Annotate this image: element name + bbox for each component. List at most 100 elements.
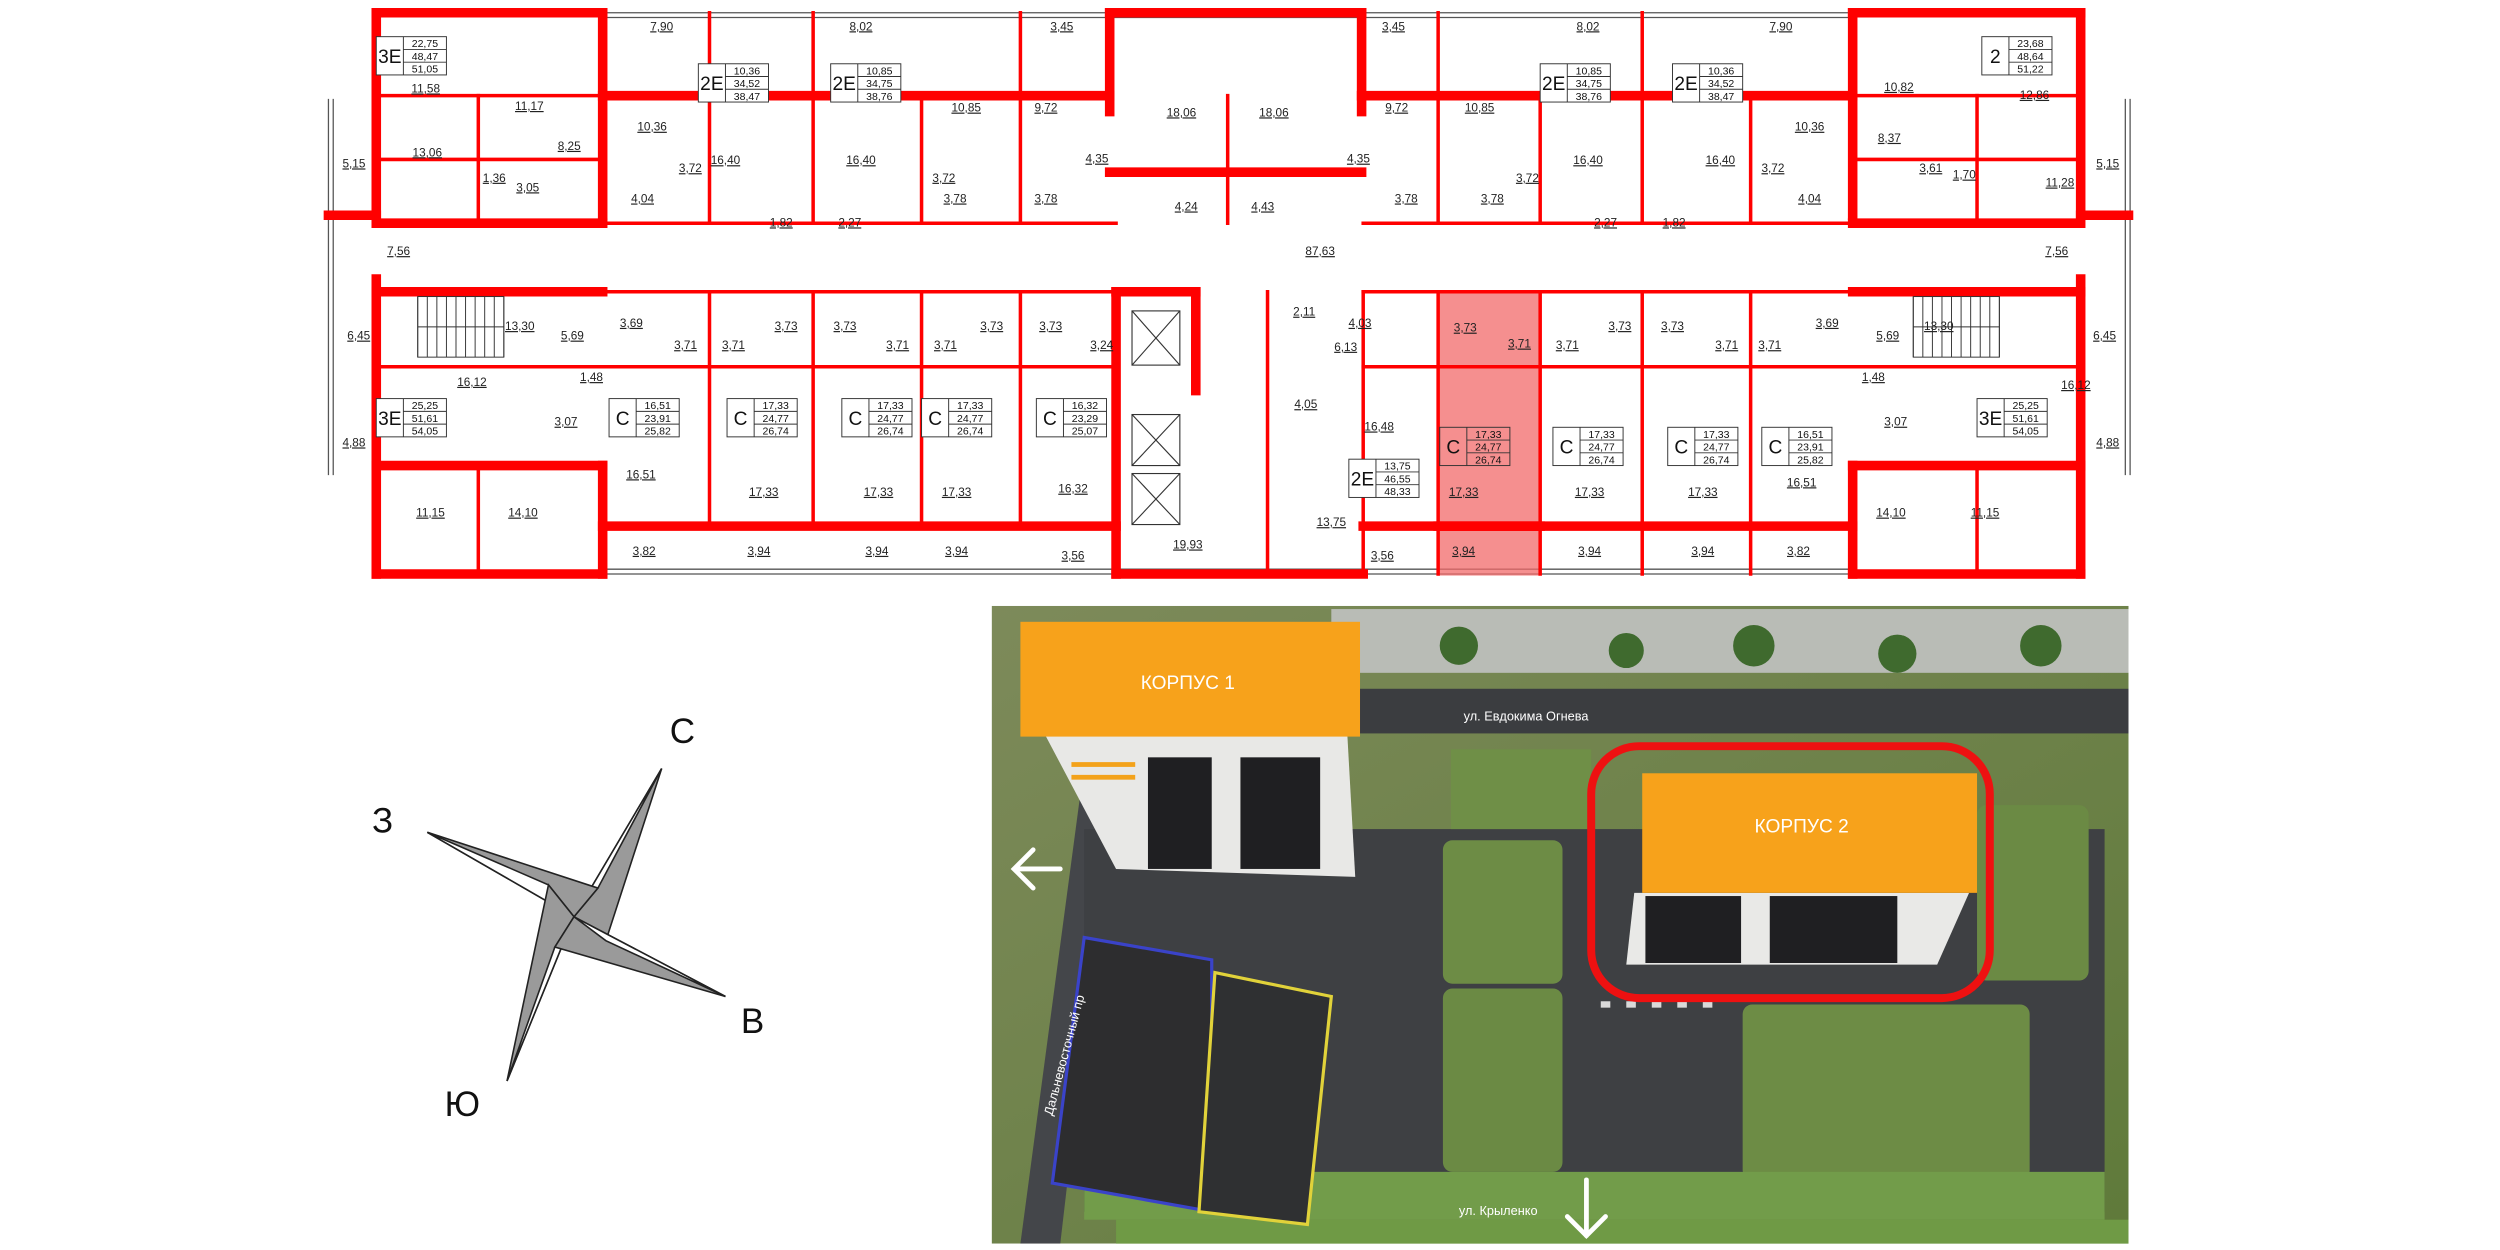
room-area-label: 4,04 xyxy=(1798,192,1821,205)
apartment-type: С xyxy=(616,409,630,430)
room-area-label: 14,10 xyxy=(508,507,538,520)
apartment-type: С xyxy=(1043,409,1057,430)
room-area-label: 3,71 xyxy=(1508,338,1531,351)
room-area-label: 19,93 xyxy=(1173,538,1203,551)
room-area-label: 18,06 xyxy=(1259,106,1289,119)
room-area-label: 3,73 xyxy=(1661,320,1684,333)
room-area-label: 17,33 xyxy=(1449,486,1479,499)
compass-rose-icon: С З В Ю xyxy=(372,712,764,1124)
room-area-label: 4,35 xyxy=(1085,153,1108,166)
apartment-type: 2Е xyxy=(1542,74,1565,95)
room-area-label: 3,73 xyxy=(1039,320,1062,333)
arrow-down-icon xyxy=(1564,1177,1608,1240)
room-area-label: 3,71 xyxy=(1715,339,1738,352)
building-1-label: КОРПУС 1 xyxy=(1141,673,1235,694)
total-area-with-balcony: 25,82 xyxy=(645,426,671,438)
floor-plan: 11,5811,1713,065,158,251,363,0510,367,90… xyxy=(323,7,2134,579)
total-area: 24,77 xyxy=(877,413,903,425)
street-label-top: ул. Евдокима Огнева xyxy=(1464,709,1590,724)
total-area: 34,75 xyxy=(1576,78,1602,90)
building-2-footprint[interactable] xyxy=(1642,773,1978,893)
room-area-label: 13,75 xyxy=(1317,516,1347,529)
total-area-with-balcony: 54,05 xyxy=(2013,426,2039,438)
room-area-label: 3,73 xyxy=(834,320,857,333)
room-area-label: 8,02 xyxy=(1577,20,1600,33)
selected-building-ring xyxy=(1587,742,1994,1003)
room-area-label: 4,35 xyxy=(1347,153,1370,166)
building-1-footprint[interactable] xyxy=(1020,621,1361,737)
total-area: 48,64 xyxy=(2017,51,2043,63)
apartment-type: С xyxy=(1446,438,1460,459)
living-area: 10,85 xyxy=(1576,65,1602,77)
room-area-label: 3,82 xyxy=(633,545,656,558)
total-area-with-balcony: 38,76 xyxy=(866,91,892,103)
total-area-with-balcony: 26,74 xyxy=(1475,454,1501,466)
room-area-label: 3,07 xyxy=(555,416,578,429)
room-area-label: 11,17 xyxy=(515,100,544,113)
total-area-with-balcony: 48,33 xyxy=(1384,486,1410,498)
total-area: 23,91 xyxy=(645,413,671,425)
room-area-label: 16,48 xyxy=(1364,420,1394,433)
room-area-label: 3,94 xyxy=(865,545,888,558)
total-area-with-balcony: 26,74 xyxy=(957,426,983,438)
room-area-label: 13,06 xyxy=(413,146,443,159)
room-area-label: 5,69 xyxy=(1876,330,1899,343)
total-area: 24,77 xyxy=(763,413,789,425)
room-area-label: 6,13 xyxy=(1334,341,1357,354)
room-area-label: 10,85 xyxy=(951,102,981,115)
room-area-label: 3,73 xyxy=(1454,322,1477,335)
room-area-label: 3,94 xyxy=(747,545,770,558)
room-area-label: 3,71 xyxy=(934,339,957,352)
room-area-label: 16,32 xyxy=(1058,483,1087,496)
room-area-label: 17,33 xyxy=(942,486,972,499)
site-map: КОРПУС 1 КОРПУС 2 ул. Евдокима Огнева Да… xyxy=(991,605,2129,1244)
living-area: 10,36 xyxy=(734,65,760,77)
living-area: 17,33 xyxy=(957,400,983,412)
total-area-with-balcony: 26,74 xyxy=(1703,454,1729,466)
apartment-type: 2Е xyxy=(700,74,723,95)
room-area-label: 3,71 xyxy=(886,339,909,352)
total-area: 48,47 xyxy=(412,51,438,63)
room-area-label: 4,24 xyxy=(1175,200,1198,213)
stairs xyxy=(417,296,2000,358)
elevator-shafts xyxy=(1131,310,1181,526)
total-area: 24,77 xyxy=(1703,442,1729,454)
room-area-label: 5,15 xyxy=(2096,157,2119,170)
living-area: 16,32 xyxy=(1072,400,1098,412)
apartment-type: 2Е xyxy=(833,74,856,95)
living-area: 17,33 xyxy=(1588,429,1614,441)
room-area-label: 17,33 xyxy=(749,486,779,499)
room-area-label: 13,30 xyxy=(1924,320,1954,333)
total-area-with-balcony: 38,76 xyxy=(1576,91,1602,103)
total-area-with-balcony: 54,05 xyxy=(412,426,438,438)
total-area: 51,61 xyxy=(2013,413,2039,425)
walls xyxy=(323,7,2134,579)
room-area-label: 16,40 xyxy=(711,154,741,167)
apartment-type: 2 xyxy=(1990,47,2001,68)
room-area-label: 3,69 xyxy=(620,317,643,330)
room-area-label: 8,37 xyxy=(1878,132,1901,145)
living-area: 25,25 xyxy=(2013,400,2039,412)
room-area-label: 3,94 xyxy=(1452,545,1475,558)
room-area-label: 3,69 xyxy=(1816,317,1839,330)
room-area-label: 17,33 xyxy=(1575,486,1605,499)
apartment-type: 3Е xyxy=(378,409,401,430)
